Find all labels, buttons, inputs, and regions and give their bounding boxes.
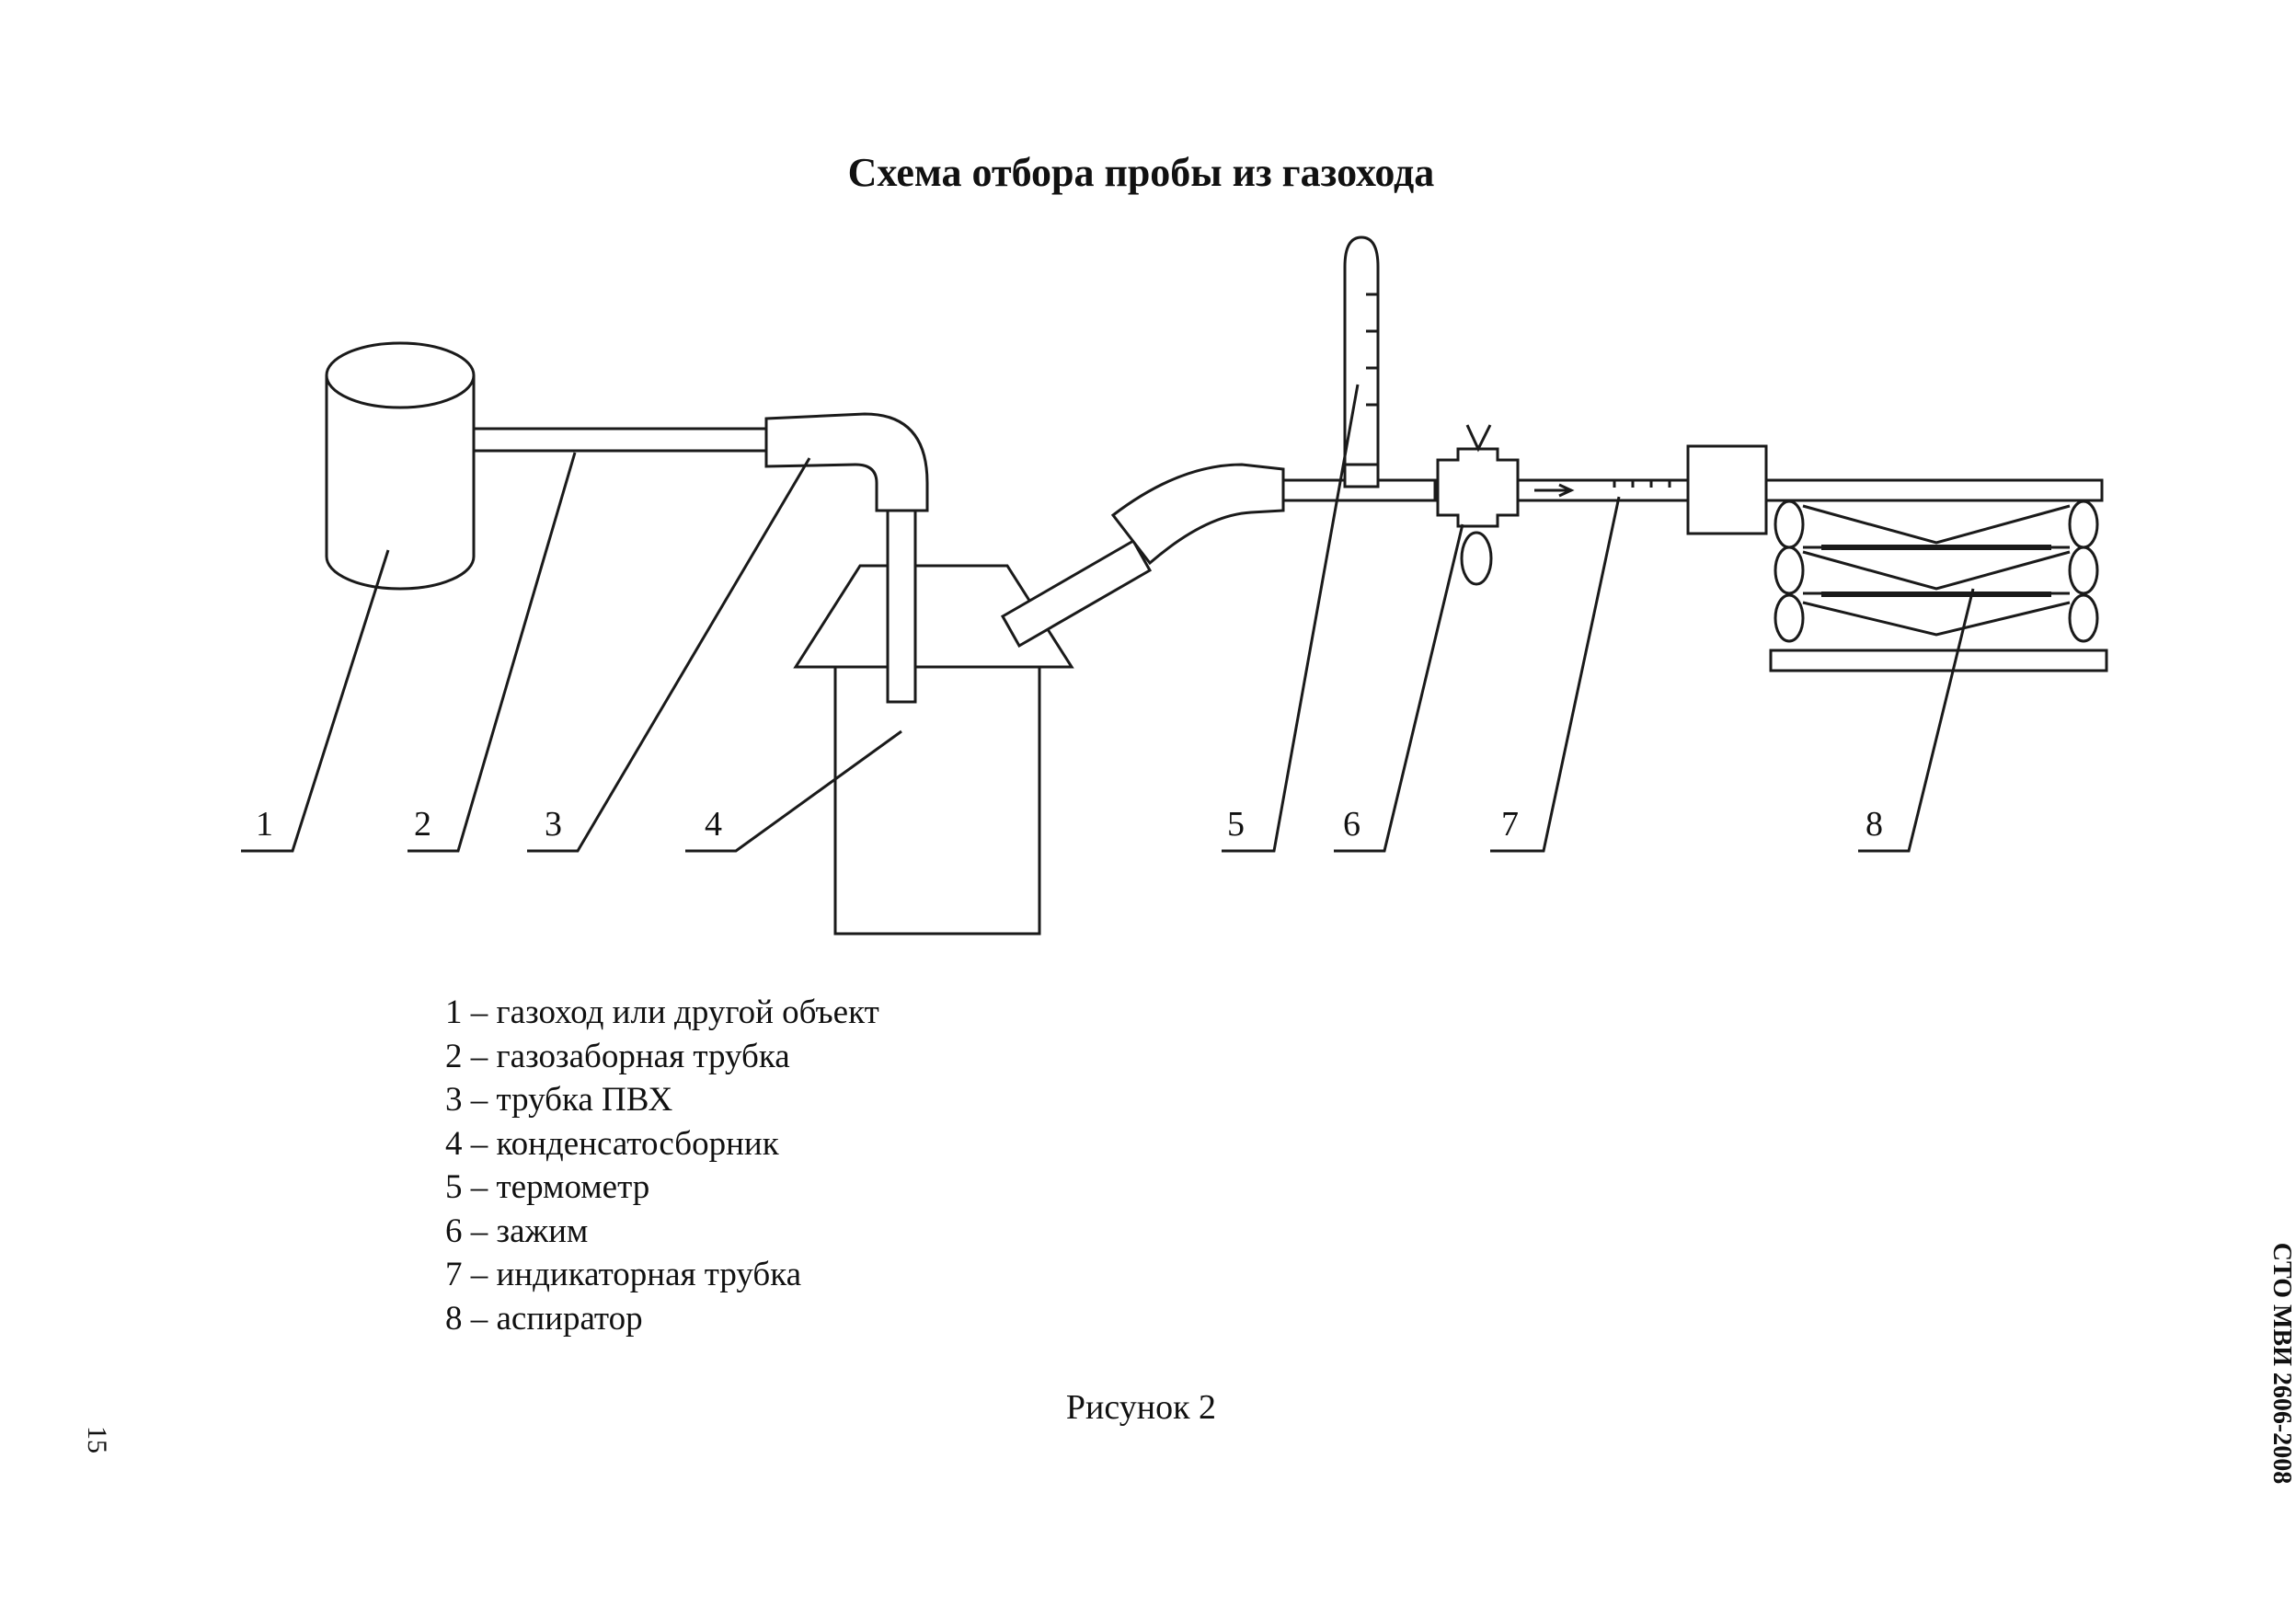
legend-item: 8 – аспиратор [445, 1299, 643, 1338]
legend-item: 4 – конденсатосборник [445, 1124, 779, 1163]
callout-8: 8 [1866, 805, 1883, 844]
legend-item: 1 – газоход или другой объект [445, 994, 879, 1031]
figure-caption: Рисунок 2 [1065, 1388, 1217, 1427]
callout-3: 3 [545, 805, 562, 844]
thermometer [1343, 235, 1380, 488]
callout-4: 4 [705, 805, 722, 844]
clamp [1433, 424, 1520, 586]
callout-2: 2 [414, 805, 431, 844]
condensate-collector [793, 509, 1074, 936]
gas-sampling-tube [472, 427, 768, 453]
hose-to-thermometer [1000, 463, 1437, 649]
callout-numbers: 1 2 3 4 5 6 7 8 [256, 805, 1883, 844]
indicator-tube [1516, 444, 1768, 535]
page-number: 15 [82, 1426, 112, 1453]
document-code: СТО МВИ 2606-2008 [2267, 1242, 2296, 1485]
callout-5: 5 [1227, 805, 1245, 844]
legend-item: 2 – газозаборная трубка [445, 1037, 790, 1075]
legend-item: 5 – термометр [445, 1168, 650, 1206]
flue-duct [325, 341, 476, 591]
legend: 1 – газоход или другой объект 2 – газоза… [445, 991, 879, 1340]
aspirator [1764, 478, 2108, 672]
leader-lines [241, 384, 1975, 853]
legend-item: 7 – индикаторная трубка [445, 1256, 802, 1293]
diagram-title: Схема отбора пробы из газохода [847, 150, 1435, 195]
callout-7: 7 [1501, 805, 1519, 844]
legend-item: 3 – трубка ПВХ [445, 1081, 673, 1119]
callout-1: 1 [256, 805, 273, 844]
legend-item: 6 – зажим [445, 1212, 589, 1250]
callout-6: 6 [1343, 805, 1360, 844]
